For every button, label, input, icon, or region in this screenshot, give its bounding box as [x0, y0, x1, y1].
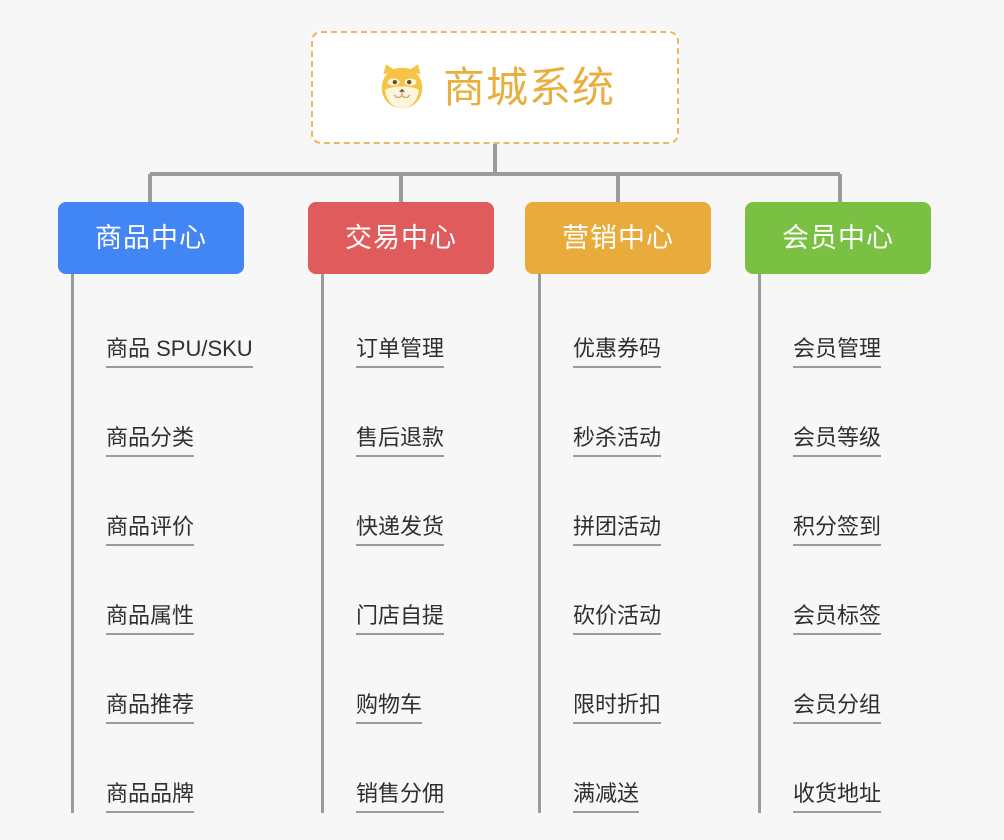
list-item[interactable]: 满减送: [541, 724, 745, 813]
leaf-label: 会员等级: [793, 425, 882, 457]
list-item[interactable]: 优惠券码: [541, 284, 745, 368]
leaf-label: 门店自提: [356, 603, 445, 635]
leaf-label: 会员管理: [793, 336, 882, 368]
leaf-label: 限时折扣: [573, 692, 662, 724]
category-column-marketing: 营销中心 优惠券码 秒杀活动 拼团活动 砍价活动 限时折扣 满减送: [525, 202, 745, 813]
root-node[interactable]: 商城系统: [311, 31, 679, 144]
leaf-label: 积分签到: [793, 514, 882, 546]
list-item[interactable]: 限时折扣: [541, 635, 745, 724]
category-label: 会员中心: [782, 222, 894, 253]
category-columns: 商品中心 商品 SPU/SKU 商品分类 商品评价 商品属性 商品推荐 商品品牌…: [0, 202, 1004, 840]
leaf-label: 商品品牌: [106, 781, 195, 813]
list-item[interactable]: 会员分组: [761, 635, 965, 724]
list-item[interactable]: 商品评价: [74, 457, 278, 546]
list-item[interactable]: 门店自提: [324, 546, 528, 635]
leaf-label: 商品 SPU/SKU: [106, 336, 253, 368]
leaf-label: 会员分组: [793, 692, 882, 724]
root-title: 商城系统: [442, 63, 615, 111]
leaf-label: 售后退款: [356, 425, 445, 457]
list-item[interactable]: 拼团活动: [541, 457, 745, 546]
category-box-trade[interactable]: 交易中心: [308, 202, 494, 274]
category-label: 商品中心: [95, 222, 207, 253]
leaf-label: 收货地址: [793, 781, 882, 813]
category-box-marketing[interactable]: 营销中心: [525, 202, 711, 274]
leaf-list: 优惠券码 秒杀活动 拼团活动 砍价活动 限时折扣 满减送: [538, 274, 745, 813]
leaf-label: 销售分佣: [356, 781, 445, 813]
category-label: 营销中心: [562, 222, 674, 253]
list-item[interactable]: 商品分类: [74, 368, 278, 457]
list-item[interactable]: 订单管理: [324, 284, 528, 368]
leaf-label: 砍价活动: [573, 603, 662, 635]
list-item[interactable]: 商品推荐: [74, 635, 278, 724]
leaf-label: 满减送: [573, 781, 640, 813]
category-box-product[interactable]: 商品中心: [58, 202, 244, 274]
list-item[interactable]: 秒杀活动: [541, 368, 745, 457]
list-item[interactable]: 购物车: [324, 635, 528, 724]
list-item[interactable]: 商品属性: [74, 546, 278, 635]
list-item[interactable]: 积分签到: [761, 457, 965, 546]
list-item[interactable]: 商品品牌: [74, 724, 278, 813]
leaf-list: 订单管理 售后退款 快递发货 门店自提 购物车 销售分佣: [321, 274, 528, 813]
list-item[interactable]: 商品 SPU/SKU: [74, 284, 278, 368]
shiba-dog-face-icon: [381, 63, 423, 108]
leaf-label: 会员标签: [793, 603, 882, 635]
list-item[interactable]: 会员等级: [761, 368, 965, 457]
leaf-list: 会员管理 会员等级 积分签到 会员标签 会员分组 收货地址: [758, 274, 965, 813]
list-item[interactable]: 销售分佣: [324, 724, 528, 813]
leaf-label: 商品属性: [106, 603, 195, 635]
leaf-label: 购物车: [356, 692, 423, 724]
list-item[interactable]: 会员标签: [761, 546, 965, 635]
leaf-label: 商品分类: [106, 425, 195, 457]
leaf-label: 商品推荐: [106, 692, 195, 724]
leaf-label: 快递发货: [356, 514, 445, 546]
category-box-member[interactable]: 会员中心: [745, 202, 931, 274]
category-column-member: 会员中心 会员管理 会员等级 积分签到 会员标签 会员分组 收货地址: [745, 202, 965, 813]
list-item[interactable]: 售后退款: [324, 368, 528, 457]
leaf-label: 商品评价: [106, 514, 195, 546]
leaf-label: 秒杀活动: [573, 425, 662, 457]
leaf-label: 优惠券码: [573, 336, 662, 368]
category-column-trade: 交易中心 订单管理 售后退款 快递发货 门店自提 购物车 销售分佣: [308, 202, 528, 813]
category-label: 交易中心: [345, 222, 457, 253]
list-item[interactable]: 会员管理: [761, 284, 965, 368]
list-item[interactable]: 砍价活动: [541, 546, 745, 635]
leaf-label: 拼团活动: [573, 514, 662, 546]
list-item[interactable]: 收货地址: [761, 724, 965, 813]
list-item[interactable]: 快递发货: [324, 457, 528, 546]
leaf-label: 订单管理: [356, 336, 445, 368]
leaf-list: 商品 SPU/SKU 商品分类 商品评价 商品属性 商品推荐 商品品牌: [71, 274, 278, 813]
category-column-product: 商品中心 商品 SPU/SKU 商品分类 商品评价 商品属性 商品推荐 商品品牌: [58, 202, 278, 813]
